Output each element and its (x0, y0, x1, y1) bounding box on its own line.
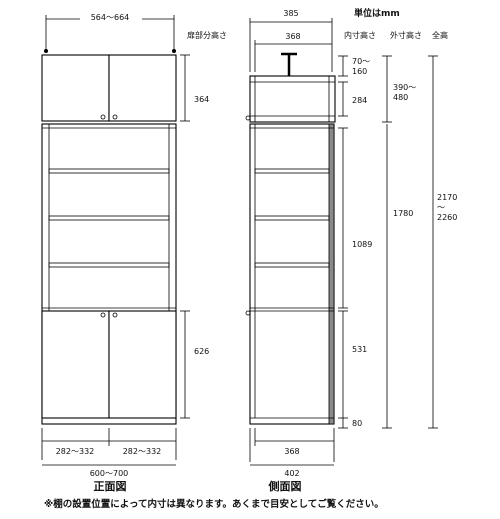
upper-knob-left (100, 114, 106, 120)
total-height-header: 全高 (432, 30, 448, 40)
footnote: ※棚の設置位置によって内寸は異なります。あくまで目安としてご覧ください。 (44, 498, 384, 510)
tension-post-icon (281, 52, 297, 76)
inner-depth-bottom-label: 368 (284, 447, 299, 456)
side-main-body (249, 123, 335, 425)
side-upper-cabinet (249, 75, 336, 123)
upper-knob-right (112, 114, 118, 120)
hinge-pin-right (172, 49, 176, 53)
outer-height-header: 外寸高さ (390, 30, 422, 40)
lower-knob-right (112, 312, 118, 318)
side-panel (328, 123, 335, 425)
lower-door-left (41, 310, 110, 419)
door-width-right-label: 282～332 (123, 447, 162, 456)
base-label: 80 (352, 419, 362, 428)
unit-label: 単位はmm (354, 7, 400, 19)
body-outer-label: 1780 (393, 209, 413, 218)
door-height-header: 扉部分高さ (187, 30, 227, 40)
front-view: 564～664 364 626 (41, 11, 209, 493)
lower-knob-left (100, 312, 106, 318)
lower-inner-label: 531 (352, 345, 367, 354)
lower-door-right (108, 310, 177, 419)
upper-inner-label: 284 (352, 96, 367, 105)
upper-door-right (108, 54, 177, 122)
upper-door-height-label: 364 (194, 95, 209, 104)
side-view-title: 側面図 (268, 479, 302, 493)
hinge-pin-left (44, 49, 48, 53)
gap-top-label: 160 (352, 67, 367, 76)
inner-height-header: 内寸高さ (344, 30, 376, 40)
side-shelves (250, 168, 334, 419)
depth-bottom-label: 402 (284, 469, 299, 478)
side-view: 385 368 (245, 7, 457, 493)
door-width-left-label: 282～332 (56, 447, 95, 456)
gap-top-label-1: 70～ (352, 57, 370, 66)
middle-inner-label: 1089 (352, 240, 372, 249)
top-width-label: 564～664 (91, 13, 130, 22)
total-width-label: 600～700 (90, 469, 129, 478)
upper-outer-label: 390～480 (393, 83, 416, 102)
total-label: 2170～2260 (437, 193, 457, 222)
lower-door-height-label: 626 (194, 347, 209, 356)
side-lower-knob (245, 310, 251, 316)
inner-height-dims (338, 55, 348, 429)
depth-top-label: 385 (283, 9, 298, 18)
inner-depth-top-label: 368 (285, 32, 300, 41)
side-upper-knob (245, 115, 251, 121)
front-shelves (42, 168, 176, 309)
front-view-title: 正面図 (94, 479, 127, 493)
outer-height-dims (382, 55, 438, 429)
upper-door-left (41, 54, 110, 122)
